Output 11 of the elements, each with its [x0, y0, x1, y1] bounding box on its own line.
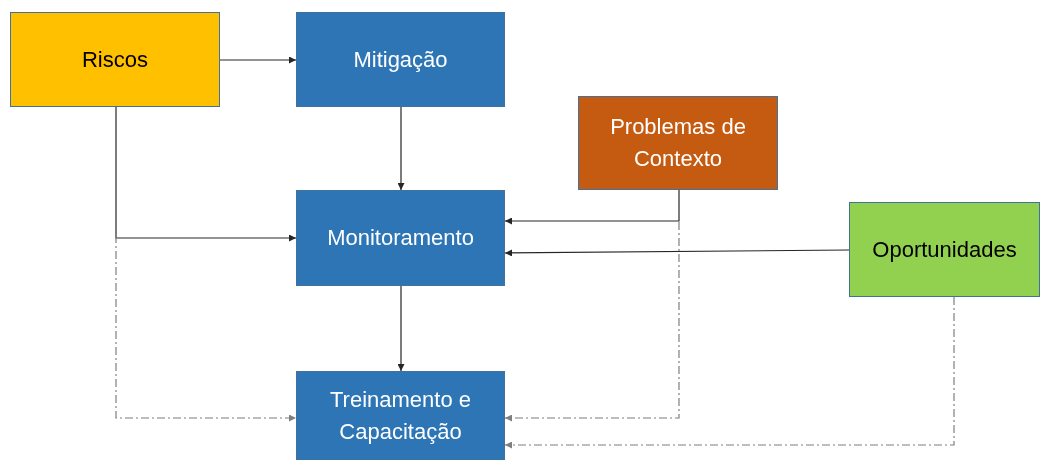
arrow — [504, 249, 850, 257]
arrow — [397, 106, 405, 191]
process-box: Treinamento e Capacitação — [296, 371, 505, 460]
arrow — [397, 285, 405, 372]
context-box: Problemas de Contexto — [578, 96, 778, 190]
risk-box: Riscos — [10, 12, 220, 107]
process-box: Monitoramento — [296, 190, 505, 286]
process-box: Mitigação — [296, 12, 505, 107]
dash-dot-arrow — [504, 296, 955, 449]
opportunity-box: Oportunidades — [849, 202, 1040, 297]
arrow — [219, 56, 297, 64]
